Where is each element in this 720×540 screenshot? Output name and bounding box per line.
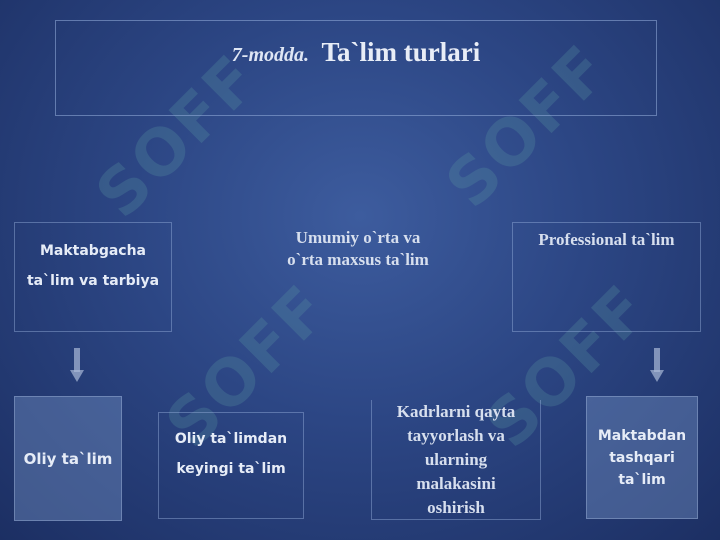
box-retraining: Kadrlarni qayta tayyorlash va ularning m… — [371, 400, 541, 520]
page-title: Ta`lim turlari — [321, 37, 481, 67]
box-general-secondary: Umumiy o`rta va o`rta maxsus ta`lim — [258, 228, 458, 288]
box-preschool: Maktabgacha ta`lim va tarbiya — [14, 222, 172, 332]
box-extracurricular: Maktabdan tashqari ta`lim — [586, 396, 698, 519]
article-number: 7-modda. — [231, 44, 309, 66]
arrow-down-icon — [70, 348, 84, 384]
arrow-down-icon — [650, 348, 664, 384]
retraining-line-2: tayyorlash va — [407, 426, 505, 445]
extracurricular-line-1: Maktabdan — [597, 428, 687, 444]
general-line-1: Umumiy o`rta va — [295, 228, 421, 247]
professional-label: Professional ta`lim — [538, 230, 675, 249]
box-postgraduate: Oliy ta`limdan keyingi ta`lim — [158, 412, 304, 519]
retraining-line-5: oshirish — [427, 498, 485, 517]
higher-label: Oliy ta`lim — [23, 449, 113, 468]
retraining-line-4: malakasini — [416, 474, 496, 493]
preschool-line-1: Maktabgacha — [39, 243, 147, 259]
extracurricular-line-3: ta`lim — [618, 472, 666, 488]
postgraduate-line-2: keyingi ta`lim — [176, 461, 286, 477]
box-higher-education: Oliy ta`lim — [14, 396, 122, 521]
retraining-line-1: Kadrlarni qayta — [396, 402, 516, 421]
title-box: 7-modda. Ta`lim turlari — [55, 20, 657, 116]
general-line-2: o`rta maxsus ta`lim — [287, 250, 429, 269]
preschool-line-2: ta`lim va tarbiya — [26, 273, 160, 289]
postgraduate-line-1: Oliy ta`limdan — [174, 431, 288, 447]
retraining-line-3: ularning — [424, 450, 488, 469]
extracurricular-line-2: tashqari — [609, 450, 675, 466]
box-professional: Professional ta`lim — [512, 222, 701, 332]
